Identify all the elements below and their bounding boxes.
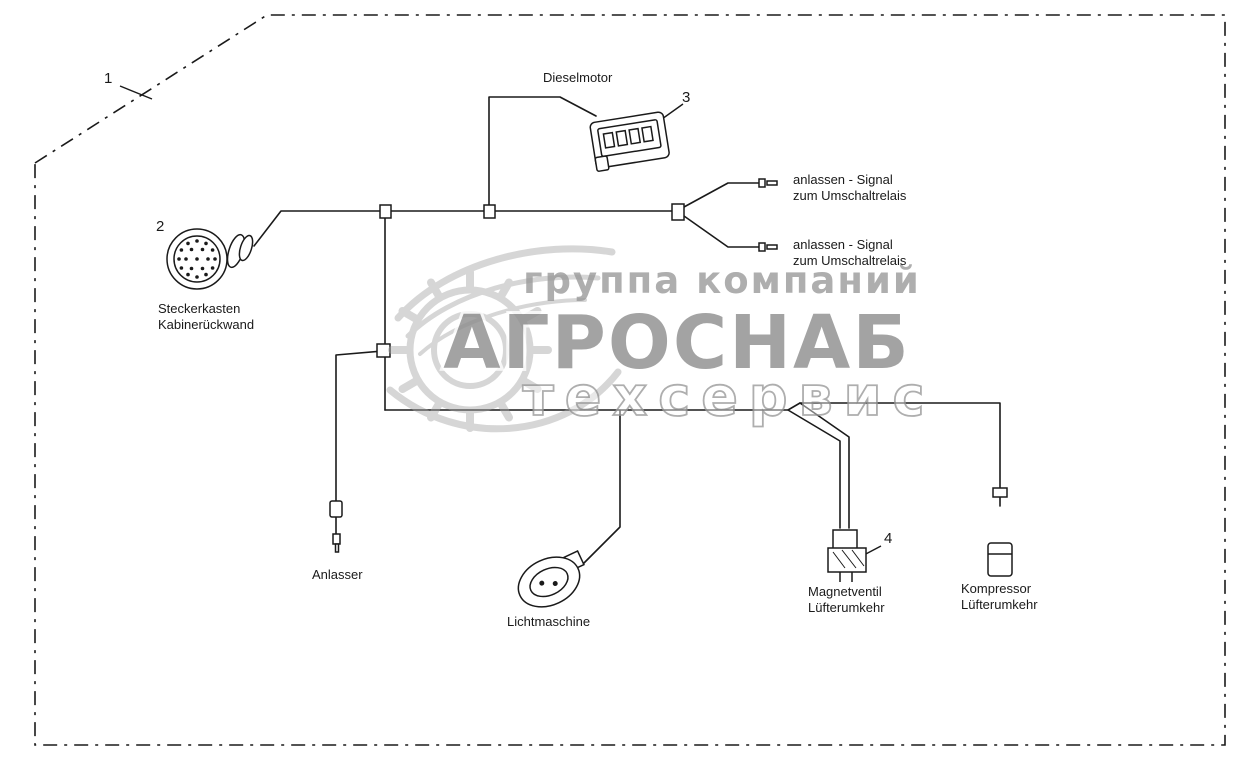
signal-terminal-top-a (758, 178, 766, 188)
watermark-text: группа компаний АГРОСНАБ техсервис (440, 259, 935, 429)
junctions-terminals (329, 178, 1013, 577)
anlasser-terminal-body (329, 500, 343, 518)
lichtmaschine-pin-2 (552, 581, 558, 587)
junction-connector-1 (379, 204, 392, 219)
gear-teeth (388, 268, 552, 432)
label-kompressor: Kompressor Lüfterumkehr (961, 581, 1038, 612)
lichtmaschine-face (529, 566, 569, 598)
label-anlasser: Anlasser (312, 567, 363, 582)
anlasser-terminal-pin (332, 533, 341, 545)
magnetventil-body (827, 547, 867, 573)
watermark-logo (386, 245, 622, 433)
watermark-line1: группа компаний (523, 259, 921, 302)
signal-terminal-bottom-b (766, 244, 778, 250)
callout-number-2: 2 (156, 218, 165, 235)
wire-signal-bottom (683, 215, 760, 248)
dieselmotor-latch (594, 155, 610, 172)
gear-outer (406, 286, 534, 414)
magnetventil-hatch (832, 549, 865, 569)
signal-terminal-top-b (766, 180, 778, 186)
steckerkasten-pins (177, 239, 217, 279)
wire-lichtmaschine (581, 409, 621, 566)
lichtmaschine-connector (517, 550, 585, 608)
gear-inner (431, 311, 509, 389)
callout-number-3: 3 (682, 89, 691, 106)
magnetventil-top (832, 529, 858, 551)
wire-anlasser (335, 350, 384, 502)
leader-1 (119, 85, 153, 100)
junction-connector-2 (483, 204, 496, 219)
dashed-border-frame (34, 14, 1226, 746)
wire-signal-top (683, 182, 760, 208)
label-steckerkasten: Steckerkasten Kabinerückwand (158, 301, 255, 332)
label-lichtmaschine: Lichtmaschine (507, 614, 591, 629)
leader-3 (661, 103, 684, 120)
callout-number-1: 1 (104, 70, 113, 87)
dieselmotor-pin-2 (615, 129, 629, 147)
steckerkasten-face (173, 235, 221, 283)
dieselmotor-pin-3 (628, 127, 642, 145)
steckerkasten-rib-2 (238, 234, 254, 262)
wire-magnetventil-a (787, 409, 841, 529)
kompressor-terminal (992, 487, 1008, 498)
label-magnetventil: Magnetventil Lüfterumkehr (808, 584, 885, 615)
signal-terminal-bottom-a (758, 242, 766, 252)
magnetventil-pins (839, 572, 853, 582)
label-dieselmotor: Dieselmotor (543, 70, 613, 85)
harness-wires (253, 96, 1001, 566)
label-signal-bottom: anlassen - Signal zum Umschaltrelais (793, 237, 907, 268)
label-signal-top: anlassen - Signal zum Umschaltrelais (793, 172, 907, 203)
lichtmaschine-pin-1 (539, 580, 545, 586)
dieselmotor-connector (589, 111, 670, 172)
watermark-line2: АГРОСНАБ (443, 300, 910, 386)
kompressor-connector (987, 542, 1013, 577)
wire-dieselmotor (488, 96, 597, 211)
wire-main-bus (253, 210, 673, 247)
magnetventil-connector (827, 529, 867, 582)
wing-strokes (386, 245, 622, 433)
steckerkasten-connector (166, 228, 254, 290)
watermark-line3: техсервис (522, 365, 935, 428)
dieselmotor-pin-4 (641, 125, 654, 143)
callout-number-4: 4 (884, 530, 893, 547)
dieselmotor-pin-1 (602, 131, 616, 149)
junction-connector-4 (376, 343, 391, 358)
wire-magnetventil-b (799, 402, 850, 529)
anlasser-terminal-tip (334, 543, 340, 553)
junction-connector-3 (671, 203, 685, 221)
